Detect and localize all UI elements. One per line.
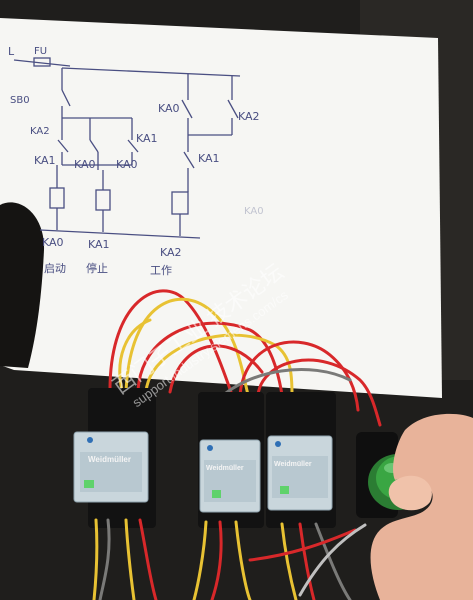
relay-3-brand: Weidmüller <box>274 461 312 468</box>
label-function-run: 工作 <box>150 264 172 277</box>
relay-3: Weidmüller <box>267 435 333 511</box>
relay-3-led <box>280 486 289 494</box>
diagram-labels: L FU SB0 KA2 KA1 KA1 KA0 KA0 KA0 KA2 KA1… <box>8 45 264 277</box>
wire-bundle <box>108 289 382 427</box>
relay-2: Weidmüller <box>199 439 261 513</box>
label-coil-ka2: KA2 <box>160 246 182 259</box>
relay-1-brand: Weidmüller <box>88 455 131 464</box>
label-contact-7: KA2 <box>238 110 260 123</box>
label-function-stop: 停止 <box>86 261 108 275</box>
label-function-start: 启动 <box>44 262 66 275</box>
label-coil-ka0: KA0 <box>42 236 64 249</box>
label-fu: FU <box>34 46 47 57</box>
label-contact-4: KA0 <box>74 158 96 171</box>
paper-sheet <box>0 18 442 398</box>
label-contact-6: KA0 <box>158 102 180 115</box>
label-coil-ka1: KA1 <box>88 238 110 251</box>
relay-2-led <box>212 490 221 498</box>
circuit-diagram <box>13 57 241 239</box>
label-sb0: SB0 <box>10 95 30 106</box>
label-contact-5: KA0 <box>116 158 138 171</box>
paper-shadow <box>0 202 45 368</box>
label-contact-3: KA1 <box>34 154 56 167</box>
faint-pencil-text: KA0 <box>244 206 264 217</box>
label-l: L <box>8 45 15 58</box>
relay-1-led <box>84 480 94 488</box>
relay-2-brand: Weidmüller <box>206 465 244 472</box>
hand <box>370 413 473 600</box>
relay-1: Weidmüller <box>73 431 149 503</box>
label-contact-2: KA1 <box>136 132 158 145</box>
label-contact-8: KA1 <box>198 152 220 165</box>
lower-wires <box>92 518 367 600</box>
label-contact-1: KA2 <box>30 126 50 137</box>
